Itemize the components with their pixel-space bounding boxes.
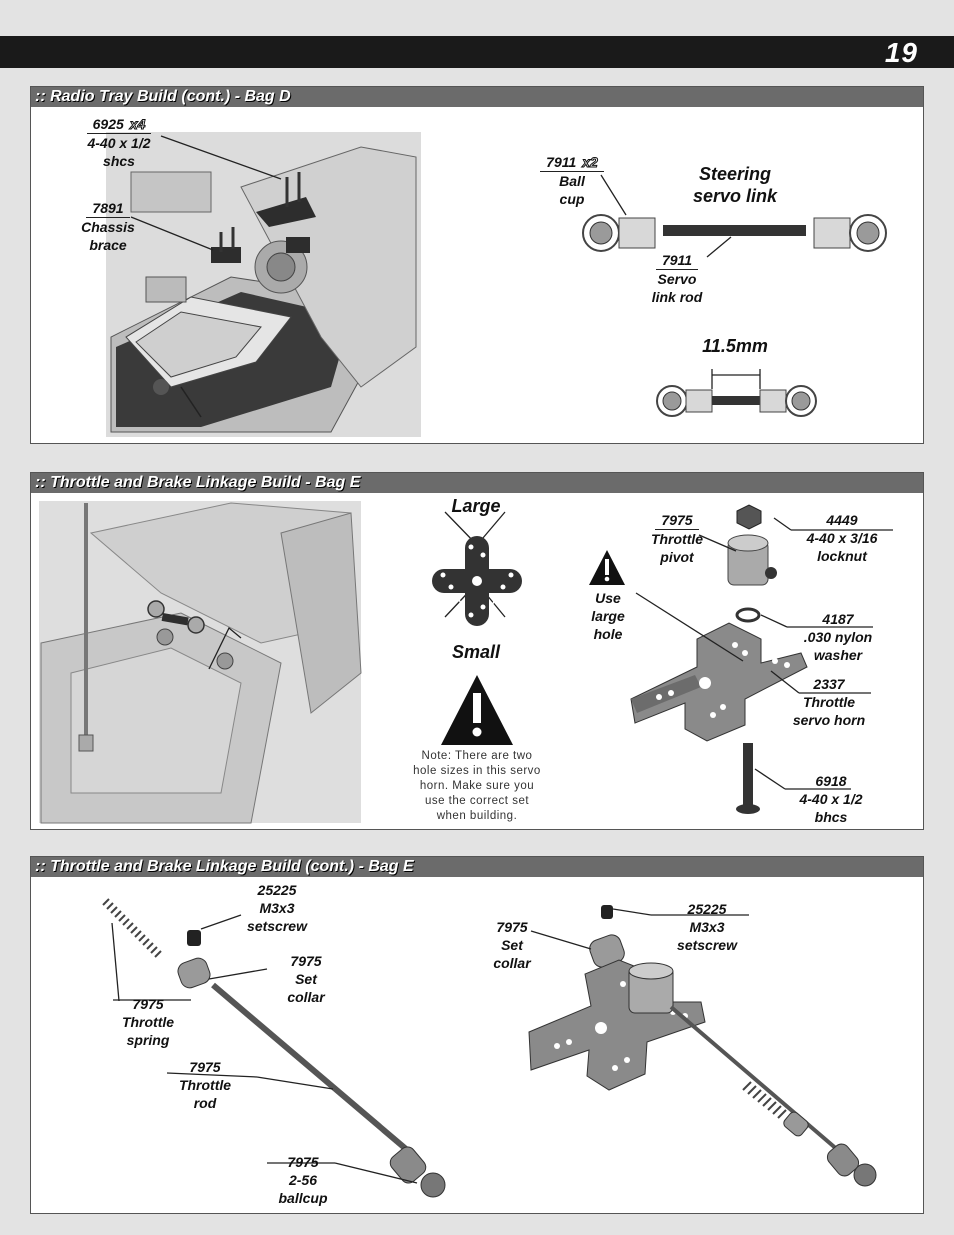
label-7975-throttle-pivot: 7975 Throttle pivot [650,512,704,565]
label-7975-throttle-spring: 7975 Throttle spring [121,996,175,1048]
section-heading-throttle-linkage-cont: :: Throttle and Brake Linkage Build (con… [31,857,923,877]
label-7975-throttle-rod: 7975 Throttle rod [178,1059,232,1111]
throttle-linkage-illustration [39,501,893,824]
label-2337-throttle-servo-horn: 2337 Throttle servo horn [792,676,866,728]
label-7911-servo-link-rod: 7911 Servo link rod [651,252,703,305]
page-number: 19 [884,37,918,68]
label-6918-bhcs: 6918 4-40 x 1/2 bhcs [799,773,863,825]
label-4187-nylon-washer: 4187 .030 nylon washer [803,611,873,663]
throttle-rod-assembly-illustration [102,898,877,1198]
label-25225-setscrew-a: 25225 M3x3 setscrew [247,882,307,934]
radio-tray-illustration [106,132,887,437]
page-header-bar: 19 [0,36,954,68]
large-label: Large [451,496,501,516]
steering-servo-link-title: Steering servo link [692,164,778,206]
small-label: Small [451,642,501,662]
dimension-label: 11.5mm [702,336,768,356]
label-7975-ballcup: 7975 2-56 ballcup [278,1154,328,1206]
label-7891-chassis-brace: 7891 Chassis brace [81,200,135,253]
label-4449-locknut: 4449 4-40 x 3/16 locknut [806,512,878,564]
section-heading-radio-tray: :: Radio Tray Build (cont.) - Bag D [31,87,923,107]
panel-throttle-linkage-cont: :: Throttle and Brake Linkage Build (con… [30,856,924,1214]
section-heading-throttle-linkage: :: Throttle and Brake Linkage Build - Ba… [31,473,923,493]
panel-radio-tray: :: Radio Tray Build (cont.) - Bag D [30,86,924,444]
hole-size-note: Note: There are two hole sizes in this s… [413,750,541,822]
use-large-hole-label: Use large hole [591,590,625,642]
label-7975-set-collar-a: 7975 Set collar [287,953,325,1005]
label-25225-setscrew-b: 25225 M3x3 setscrew [677,901,737,953]
panel-throttle-linkage: :: Throttle and Brake Linkage Build - Ba… [30,472,924,830]
label-7975-set-collar-b: 7975 Set collar [493,919,531,971]
